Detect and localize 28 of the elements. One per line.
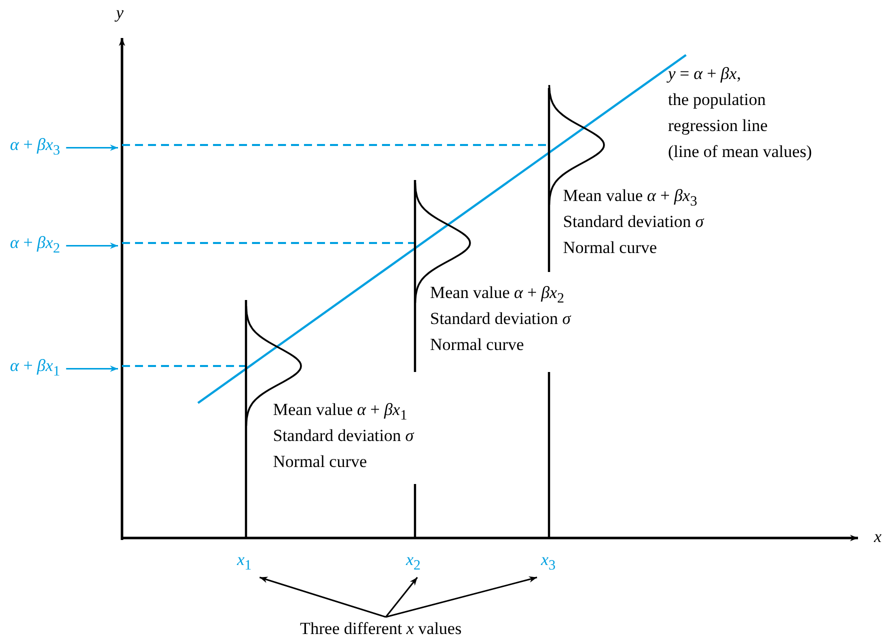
curve-label: Standard deviation σ — [273, 426, 414, 446]
curve-label: Mean value α + βx$_{2}$ — [430, 283, 564, 308]
line-label: the population — [668, 90, 766, 110]
line-label: regression line — [668, 116, 768, 136]
tick-label: x$_{2}$ — [406, 550, 421, 576]
arrow — [385, 576, 418, 618]
arrow — [66, 242, 118, 249]
tick-label: x$_{3}$ — [541, 550, 556, 576]
axis-value-label: α + βx$_{2}$ — [10, 233, 60, 258]
axis-value-label: α + βx$_{1}$ — [10, 356, 60, 382]
arrow — [386, 576, 538, 618]
line-label: y = α + βx, — [668, 64, 741, 84]
arrow — [66, 144, 118, 151]
arrow — [259, 576, 386, 618]
curve-label: Normal curve — [563, 238, 657, 258]
curve-label: Standard deviation σ — [430, 309, 571, 329]
curve-label: Standard deviation σ — [563, 212, 704, 232]
annotation-text: Three different x values — [300, 619, 462, 639]
axis-value-label: α + βx$_{3}$ — [10, 135, 60, 160]
axis-label: y — [116, 3, 124, 23]
curve-label: Normal curve — [430, 335, 524, 355]
tick-label: x$_{1}$ — [237, 550, 252, 576]
curve-label: Normal curve — [273, 452, 367, 472]
line-label: (line of mean values) — [668, 142, 812, 162]
curve-label: Mean value α + βx$_{3}$ — [563, 186, 698, 212]
axis-label: x — [874, 527, 882, 547]
arrow — [66, 366, 118, 372]
curve-label: Mean value α + βx$_{1}$ — [273, 400, 408, 426]
